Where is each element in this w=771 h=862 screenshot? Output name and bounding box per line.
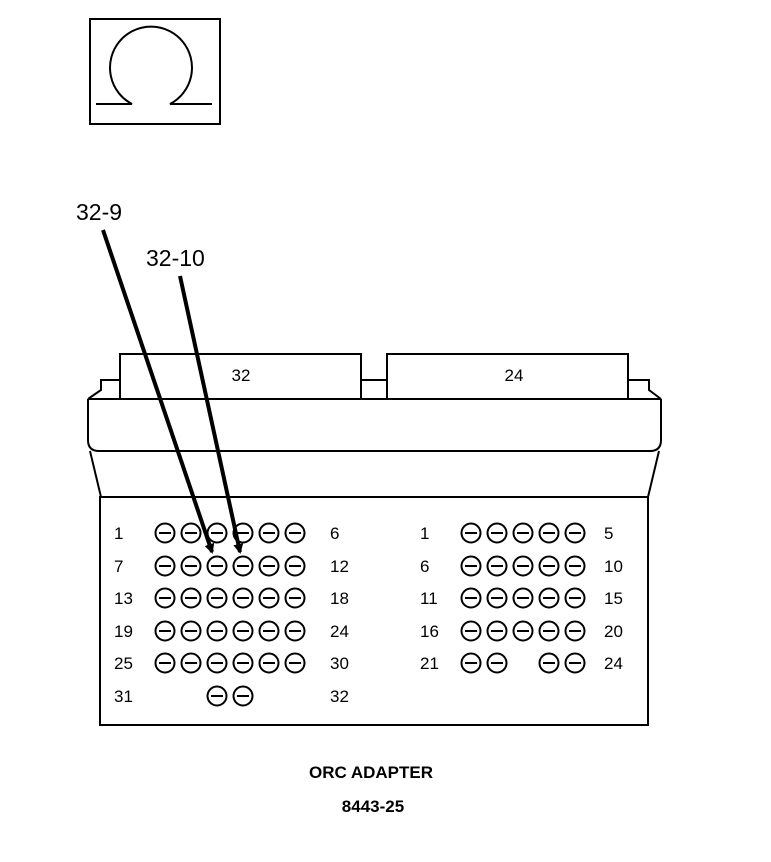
row-start-label: 25	[114, 654, 133, 673]
pin-socket	[460, 587, 482, 609]
pin-socket	[460, 620, 482, 642]
pin-socket	[284, 522, 306, 544]
pin-socket	[180, 587, 202, 609]
pin-socket	[486, 555, 508, 577]
row-start-label: 7	[114, 557, 123, 576]
pin-socket	[258, 620, 280, 642]
callout-label-1: 32-10	[146, 245, 205, 271]
pin-socket	[180, 522, 202, 544]
pin-socket	[180, 555, 202, 577]
pin-socket	[154, 652, 176, 674]
callout-label-0: 32-9	[76, 199, 122, 225]
pin-socket	[206, 587, 228, 609]
pin-socket	[284, 620, 306, 642]
pin-socket	[564, 652, 586, 674]
pin-socket	[258, 652, 280, 674]
pin-socket	[538, 555, 560, 577]
row-start-label: 6	[420, 557, 429, 576]
caption-part-number: 8443-25	[342, 797, 404, 816]
pin-socket	[206, 685, 228, 707]
row-start-label: 19	[114, 622, 133, 641]
pin-socket	[232, 685, 254, 707]
pin-socket	[284, 555, 306, 577]
row-start-label: 16	[420, 622, 439, 641]
pin-socket	[564, 587, 586, 609]
pin-socket	[460, 522, 482, 544]
row-start-label: 1	[420, 524, 429, 543]
ohmmeter-icon: Ω	[89, 18, 221, 125]
row-end-label: 20	[604, 622, 623, 641]
pin-socket	[154, 522, 176, 544]
pin-socket	[154, 620, 176, 642]
callout-arrow-32-9	[101, 229, 215, 554]
row-start-label: 31	[114, 687, 133, 706]
pin-socket	[460, 555, 482, 577]
connector-tab-label-1: 24	[505, 366, 524, 385]
callout-arrow-32-10	[178, 275, 244, 554]
pin-socket	[284, 652, 306, 674]
pin-socket	[486, 587, 508, 609]
pin-socket	[232, 652, 254, 674]
pin-socket	[206, 522, 228, 544]
caption-title: ORC ADAPTER	[309, 763, 433, 782]
pin-socket	[512, 620, 534, 642]
pin-socket	[486, 652, 508, 674]
row-end-label: 10	[604, 557, 623, 576]
row-end-label: 12	[330, 557, 349, 576]
pin-socket	[564, 522, 586, 544]
pin-socket	[258, 555, 280, 577]
row-end-label: 30	[330, 654, 349, 673]
pin-socket	[538, 652, 560, 674]
pin-socket	[512, 555, 534, 577]
row-end-label: 5	[604, 524, 613, 543]
pin-socket	[564, 620, 586, 642]
pin-socket	[564, 555, 586, 577]
pin-socket	[512, 587, 534, 609]
pin-socket	[154, 587, 176, 609]
pin-socket	[486, 522, 508, 544]
pin-socket	[206, 555, 228, 577]
row-end-label: 24	[604, 654, 623, 673]
connector-tab-label-0: 32	[232, 366, 251, 385]
pin-face	[99, 496, 649, 726]
pin-array	[154, 522, 586, 707]
pin-socket	[258, 587, 280, 609]
row-start-label: 21	[420, 654, 439, 673]
pin-socket	[206, 620, 228, 642]
pin-socket	[486, 620, 508, 642]
row-end-label: 24	[330, 622, 349, 641]
pin-socket	[258, 522, 280, 544]
row-start-label: 13	[114, 589, 133, 608]
row-end-label: 6	[330, 524, 339, 543]
row-end-label: 15	[604, 589, 623, 608]
pin-socket	[154, 555, 176, 577]
pin-socket	[284, 587, 306, 609]
pin-socket	[538, 587, 560, 609]
pin-socket	[232, 620, 254, 642]
pin-socket	[512, 522, 534, 544]
pin-socket	[232, 587, 254, 609]
row-start-label: 11	[420, 589, 438, 608]
pin-socket	[232, 555, 254, 577]
pin-socket	[180, 620, 202, 642]
row-start-label: 1	[114, 524, 123, 543]
pin-socket	[180, 652, 202, 674]
pin-socket	[460, 652, 482, 674]
pin-socket	[538, 620, 560, 642]
pin-socket	[206, 652, 228, 674]
row-end-label: 18	[330, 589, 349, 608]
adapter-body	[87, 353, 662, 726]
row-end-label: 32	[330, 687, 349, 706]
pin-socket	[538, 522, 560, 544]
